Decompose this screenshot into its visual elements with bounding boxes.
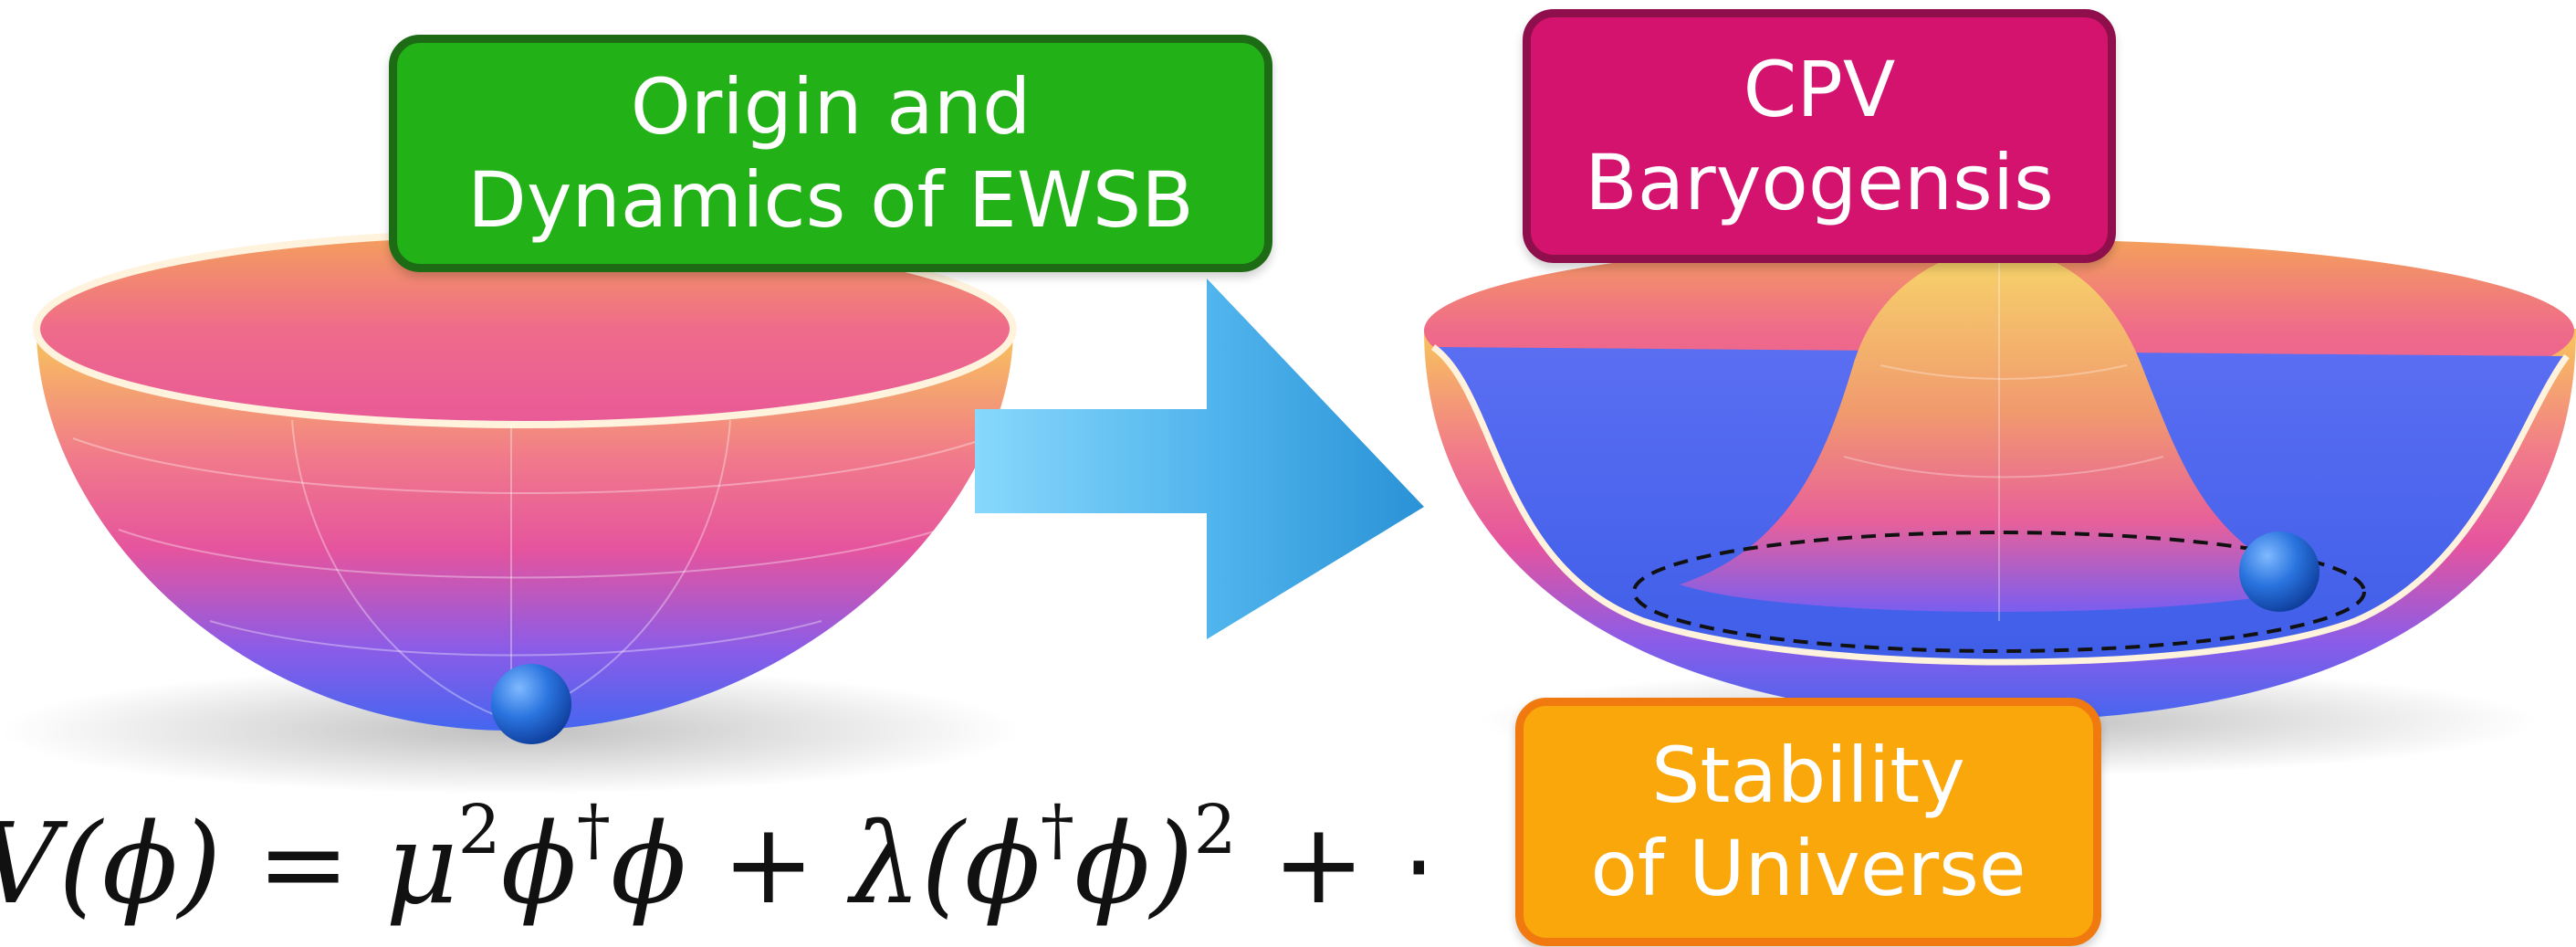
stability-line-2: of Universe bbox=[1590, 824, 2026, 913]
eq-phi-2: ϕ) bbox=[1073, 799, 1194, 929]
eq-exp-1: 2 bbox=[457, 791, 501, 869]
eq-phi-dag-2: ϕ bbox=[964, 799, 1041, 929]
cpv-line-2: Baryogensis bbox=[1585, 138, 2054, 227]
cpv-baryogenesis-label: CPV Baryogensis bbox=[1523, 9, 2116, 263]
ball-right bbox=[2239, 531, 2319, 612]
eq-equals: = bbox=[221, 799, 386, 929]
eq-phi-dag-1: ϕ bbox=[500, 799, 577, 929]
eq-plus-1: + bbox=[686, 799, 851, 929]
eq-lambda: λ( bbox=[850, 799, 965, 929]
cpv-line-1: CPV bbox=[1743, 45, 1896, 134]
stability-universe-label: Stability of Universe bbox=[1515, 698, 2101, 946]
ball-left bbox=[491, 664, 571, 744]
origin-line-2: Dynamics of EWSB bbox=[467, 155, 1194, 245]
transition-arrow bbox=[975, 279, 1424, 639]
origin-line-1: Origin and bbox=[630, 62, 1031, 152]
vacuum-circle bbox=[1632, 531, 2366, 653]
eq-mu: μ bbox=[385, 799, 458, 929]
right-mexican-hat bbox=[1424, 239, 2576, 776]
origin-ewsb-label: Origin and Dynamics of EWSB bbox=[389, 35, 1272, 272]
eq-exp-2: 2 bbox=[1193, 791, 1237, 869]
eq-phi-1: ϕ bbox=[610, 799, 686, 929]
stability-line-1: Stability bbox=[1651, 731, 1965, 820]
eq-dagger-1: † bbox=[576, 791, 611, 869]
eq-dagger-2: † bbox=[1040, 791, 1074, 869]
left-bowl bbox=[0, 229, 1022, 794]
eq-plus-2: + ⋯ bbox=[1272, 799, 1424, 929]
eq-lhs: V(ϕ) bbox=[0, 799, 222, 929]
higgs-potential-equation: V(ϕ) = μ2ϕ†ϕ + λ(ϕ†ϕ)2 + ⋯ bbox=[0, 782, 1424, 946]
